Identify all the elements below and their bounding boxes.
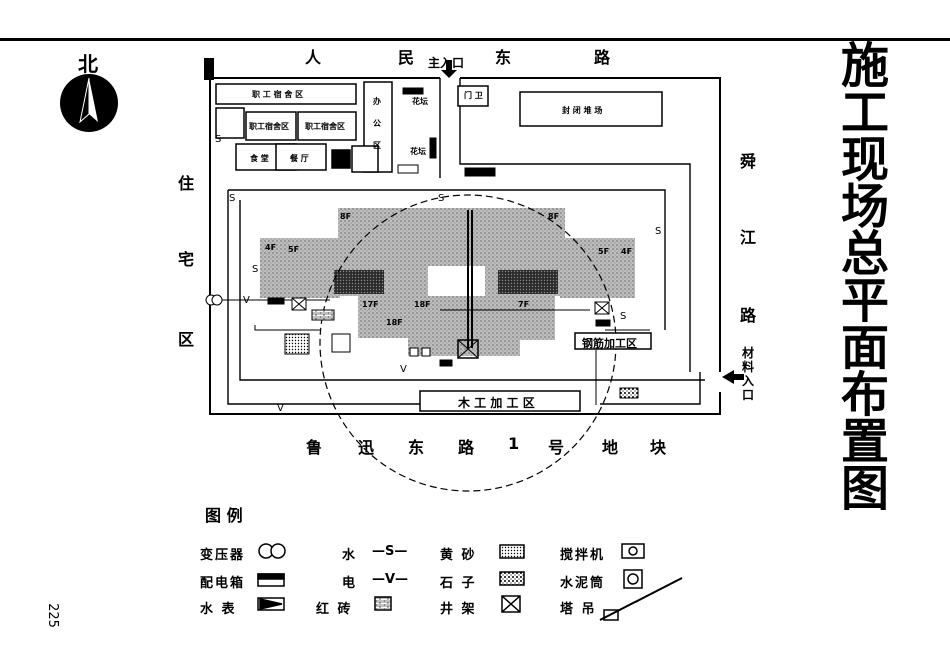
road-north-char: 民 [398, 48, 415, 67]
material-entrance-char: 入 [742, 374, 755, 388]
legend-label: 水 [342, 548, 358, 563]
main-building [260, 208, 635, 356]
label-floor: 5F [288, 245, 300, 254]
material-entrance-char: 口 [742, 388, 755, 402]
material-entrance-char: 材 [742, 346, 755, 360]
title-char: 现 [840, 132, 889, 188]
water-line-marker: S [215, 134, 222, 145]
elec-line-marker: V [277, 403, 284, 414]
title-char: 图 [840, 461, 889, 517]
road-north-char: 路 [594, 48, 611, 67]
label-floor: 17F [362, 300, 379, 309]
road-north-char: 人 [305, 48, 322, 67]
road-south-char: 路 [458, 438, 475, 457]
road-south-char: 鲁 [306, 438, 323, 457]
legend-label: 变压器 [200, 548, 246, 563]
legend-title: 图 例 [205, 506, 243, 525]
label-staff-dorm-top: 职 工 宿 舍 区 [252, 90, 304, 99]
wood-processing-area [419, 390, 581, 412]
water-line-marker: S [252, 264, 259, 275]
title-char: 场 [840, 179, 889, 235]
label-office-3: 区 [373, 141, 381, 150]
elec-line-marker: V [243, 295, 250, 306]
material-entrance-char: 料 [742, 360, 755, 374]
label-floor: 4F [621, 247, 633, 256]
title-char: 平 [840, 273, 889, 329]
legend-symbol-water: —S— [372, 544, 408, 559]
main-entrance-arrow [441, 60, 457, 78]
main-entrance-label: 主入口 [428, 56, 465, 70]
site-equipment [205, 87, 639, 399]
page-number: 225 [44, 603, 60, 628]
label-restaurant: 餐 厅 [290, 154, 309, 163]
north-label: 北 [78, 52, 98, 76]
steel-processing-area [574, 332, 652, 350]
legend-label: 黄 砂 [440, 548, 477, 563]
site-fence [209, 77, 721, 415]
legend-symbols [257, 543, 683, 621]
water-line-marker: S [655, 226, 662, 237]
label-floor: 5F [598, 247, 610, 256]
title-char: 置 [840, 414, 889, 470]
label-floor: 8F [340, 212, 352, 221]
label-staff-dorm-1: 职工宿舍区 [249, 122, 289, 131]
road-west-char: 区 [178, 330, 195, 349]
label-office-2: 公 [373, 119, 381, 128]
title-char: 施 [840, 38, 889, 94]
label-floor: 4F [265, 243, 277, 252]
title-char: 总 [840, 226, 889, 282]
label-floor: 7F [518, 300, 530, 309]
legend-label: 配电箱 [200, 576, 246, 591]
legend-label: 水 表 [200, 602, 237, 617]
road-south-char: 东 [408, 438, 425, 457]
dorm-blocks [215, 81, 663, 173]
title-char: 面 [840, 320, 889, 376]
water-line-marker: S [620, 311, 627, 322]
title-char: 工 [840, 85, 889, 141]
label-canteen: 食 堂 [250, 154, 269, 163]
legend-label: 红 砖 [316, 602, 353, 617]
label-steel-area: 钢筋加工区 [582, 337, 637, 350]
water-line-marker: S [229, 193, 236, 204]
water-line-marker: S [438, 193, 445, 204]
road-south-char: 迅 [358, 438, 375, 457]
compass-icon [60, 74, 118, 132]
road-south-char: 1 [508, 434, 520, 453]
label-floor: 18F [414, 300, 431, 309]
label-floor: 18F [386, 318, 403, 327]
title-char: 布 [840, 367, 889, 423]
legend-label: 水泥筒 [560, 576, 606, 591]
label-flower-bed-1: 花坛 [412, 97, 428, 106]
legend-label: 井 架 [440, 602, 477, 617]
label-closed-yard: 封 闭 堆 场 [562, 106, 603, 115]
legend-symbol-elec: —V— [372, 572, 409, 587]
tower-crane [457, 210, 479, 359]
road-west-char: 宅 [178, 250, 195, 269]
label-flower-bed-2: 花坛 [410, 147, 426, 156]
road-south-char: 地 [602, 438, 619, 457]
road-east-char: 江 [740, 228, 757, 247]
elec-line-marker: V [400, 364, 407, 375]
road-west-char: 住 [178, 174, 195, 193]
road-north-char: 东 [495, 48, 512, 67]
legend-label: 搅拌机 [560, 548, 606, 563]
road-east-char: 舜 [740, 152, 757, 171]
top-border-line [0, 38, 950, 41]
material-entrance-arrow [722, 370, 744, 384]
label-wood-area: 木 工 加 工 区 [458, 396, 535, 410]
label-office-1: 办 [373, 97, 381, 106]
road-east-char: 路 [740, 306, 757, 325]
label-gate-guard: 门 卫 [464, 91, 483, 100]
legend-label: 石 子 [440, 576, 477, 591]
road-south-char: 块 [650, 438, 667, 457]
legend-label: 电 [342, 576, 358, 591]
label-staff-dorm-2: 职工宿舍区 [305, 122, 345, 131]
label-floor: 8F [548, 212, 560, 221]
internal-road [227, 78, 705, 405]
legend-label: 塔 吊 [560, 602, 597, 617]
road-south-char: 号 [548, 438, 565, 457]
